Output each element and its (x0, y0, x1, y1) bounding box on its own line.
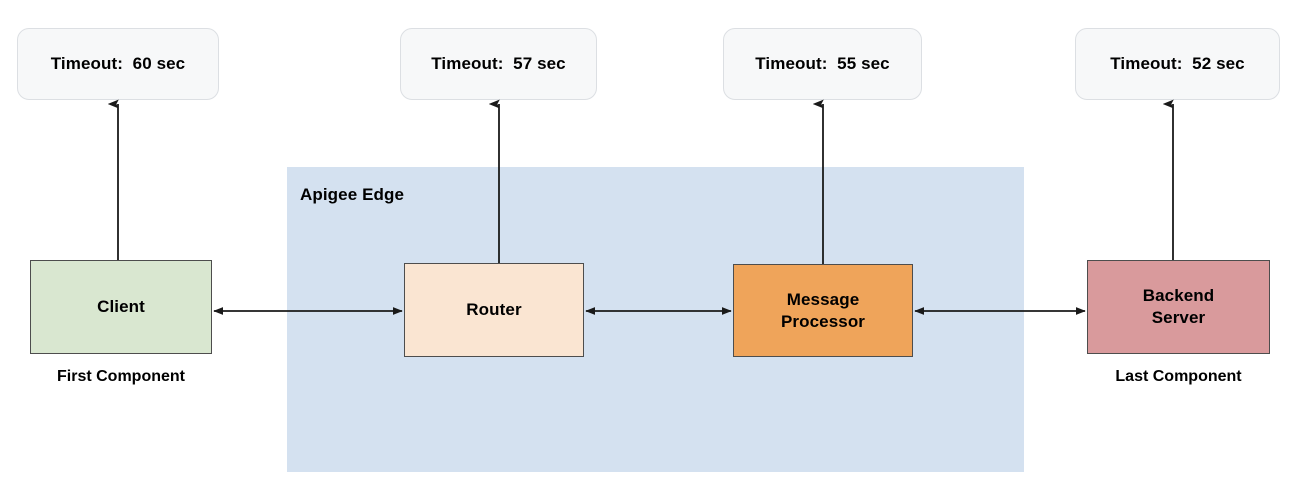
node-client-label: Client (97, 297, 145, 316)
client-timeout-box: Timeout: 60 sec (17, 28, 219, 100)
node-message-processor-label: Message Processor (780, 289, 866, 331)
first-component-caption: First Component (57, 368, 185, 385)
backend-server-timeout-text: Timeout: 52 sec (1110, 54, 1245, 73)
message-processor-timeout-box: Timeout: 55 sec (723, 28, 922, 100)
node-router-label: Router (466, 300, 522, 319)
client-timeout-text: Timeout: 60 sec (50, 54, 186, 73)
backend-server-timeout-box: Timeout: 52 sec (1075, 28, 1280, 100)
node-backend-server-label: Backend Server (1142, 286, 1215, 327)
last-component-caption: Last Component (1115, 368, 1242, 385)
node-client: Client (30, 260, 212, 354)
message-processor-timeout-text: Timeout: 55 sec (755, 54, 890, 73)
node-router: Router (404, 263, 584, 357)
apigee-edge-label: Apigee Edge (300, 185, 405, 204)
apigee-edge-region (287, 167, 1024, 472)
router-timeout-box: Timeout: 57 sec (400, 28, 597, 100)
node-message-processor: Message Processor (733, 264, 913, 357)
router-timeout-text: Timeout: 57 sec (431, 54, 566, 73)
node-backend-server: Backend Server (1087, 260, 1270, 354)
